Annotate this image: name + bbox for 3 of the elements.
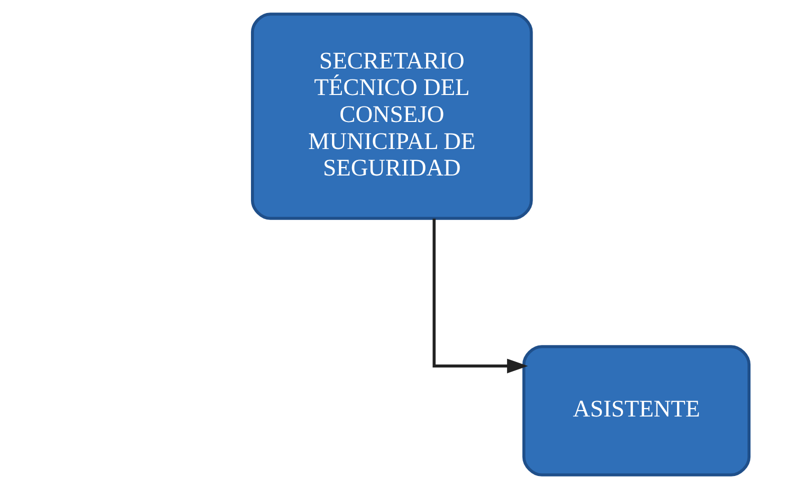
node-box: ASISTENTE bbox=[522, 345, 750, 476]
node-box: SECRETARIO TÉCNICO DEL CONSEJO MUNICIPAL DE SEGURIDAD bbox=[250, 12, 532, 220]
arrow bbox=[432, 218, 528, 374]
